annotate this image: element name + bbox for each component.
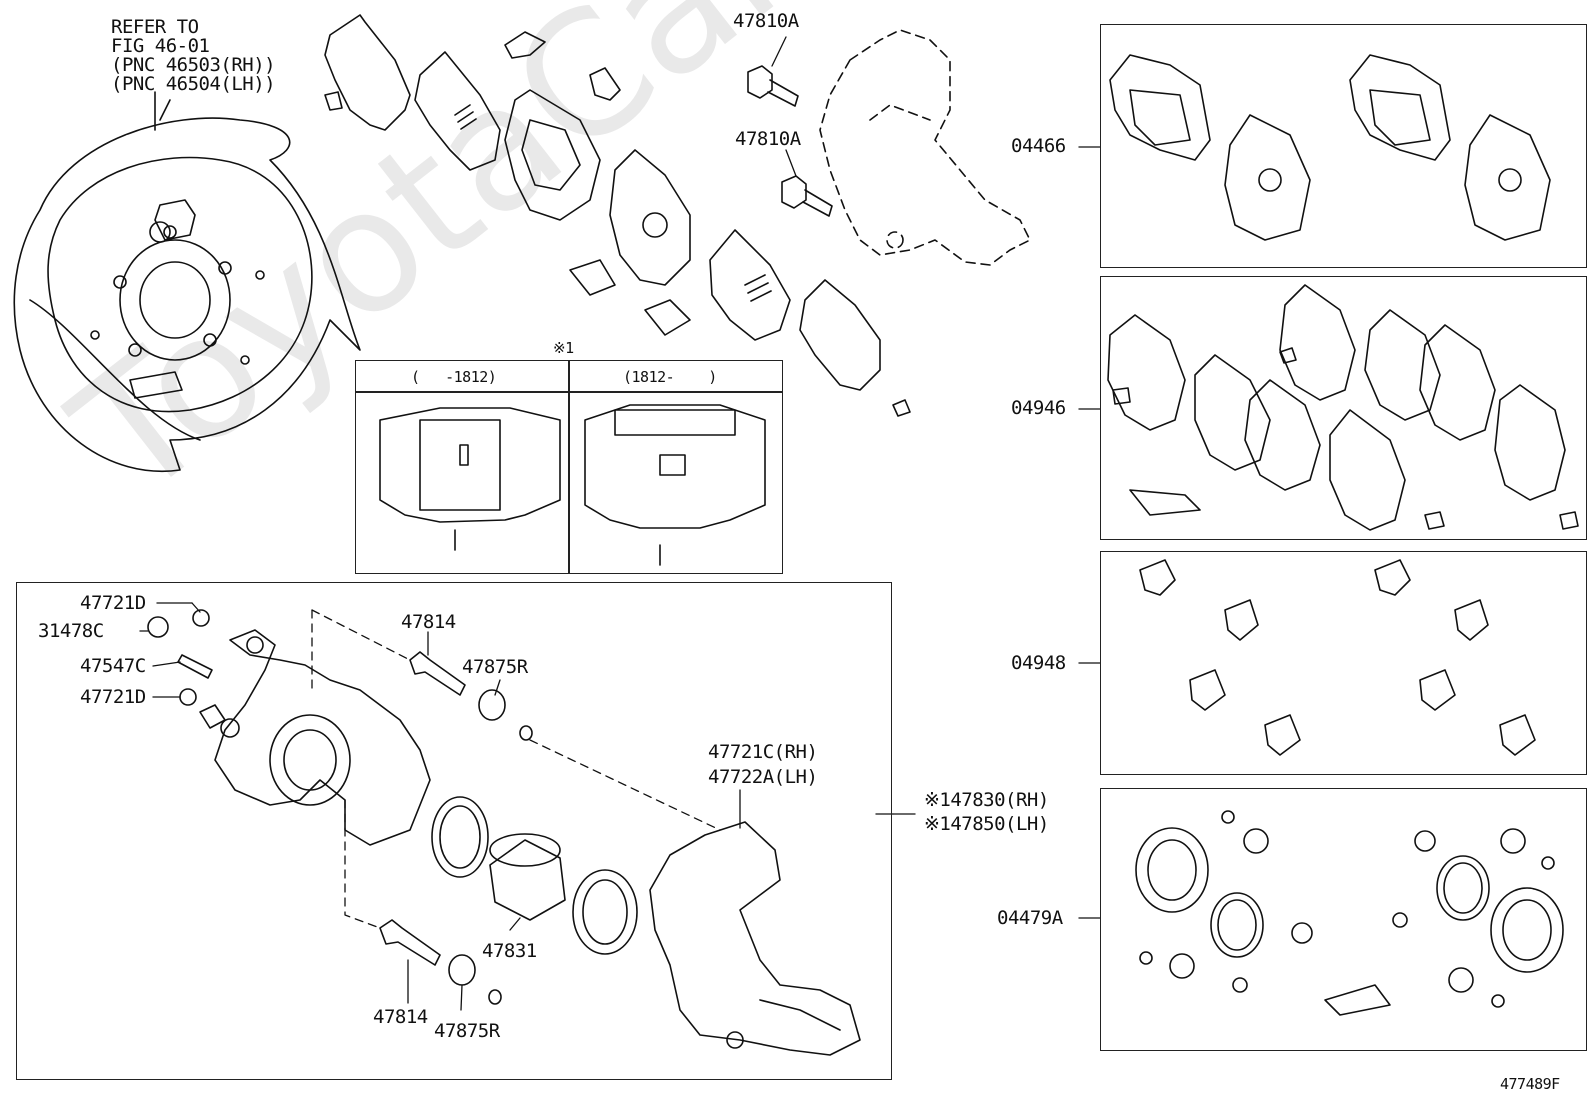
part-label-47721D-upper[interactable]: 47721D — [80, 592, 146, 614]
part-label-47721C-RH[interactable]: 47721C(RH) — [708, 741, 818, 763]
refer-to-line2: FIG 46-01 — [111, 35, 210, 57]
refer-to-line1: REFER TO — [111, 16, 199, 38]
part-label-47814-upper[interactable]: 47814 — [401, 611, 456, 633]
part-label-47810A-upper[interactable]: 47810A — [733, 10, 799, 32]
part-label-47547C[interactable]: 47547C — [80, 655, 146, 677]
part-label-47850-LH[interactable]: ※147850(LH) — [924, 813, 1049, 835]
insert-divider-vertical — [568, 360, 570, 574]
part-label-47814-lower[interactable]: 47814 — [373, 1006, 428, 1028]
kit-seals-frame — [1100, 788, 1587, 1051]
part-label-47810A-lower[interactable]: 47810A — [735, 128, 801, 150]
insert-note-mark: ※1 — [553, 339, 574, 357]
insert-caliper-right — [584, 404, 766, 566]
kit-shims-frame — [1100, 276, 1587, 540]
part-label-04948[interactable]: 04948 — [1011, 652, 1066, 674]
kit-shims-drawing — [1107, 284, 1579, 531]
piston-seals — [431, 796, 638, 955]
refer-to-line4: (PNC 46504(LH)) — [111, 73, 276, 95]
part-label-04466[interactable]: 04466 — [1011, 135, 1066, 157]
kit-pads-drawing — [1109, 54, 1551, 241]
figure-id: 477489F — [1500, 1075, 1560, 1093]
kit-clips-frame — [1100, 551, 1587, 775]
part-label-47722A-LH[interactable]: 47722A(LH) — [708, 766, 818, 788]
part-label-47831[interactable]: 47831 — [482, 940, 537, 962]
part-label-47830-RH[interactable]: ※147830(RH) — [924, 789, 1049, 811]
part-label-47875R-lower[interactable]: 47875R — [434, 1020, 500, 1042]
backing-plate-drawing — [13, 91, 361, 472]
bolts-top — [747, 65, 833, 217]
insert-left-range: ( -1812) — [411, 368, 497, 386]
insert-right-range: (1812- ) — [623, 368, 717, 386]
dashed-leaders — [311, 609, 721, 929]
insert-divider-horizontal — [355, 391, 783, 393]
kit-pads-frame — [1100, 24, 1587, 268]
caliper-assembly-frame — [16, 582, 892, 1080]
refer-to-line3: (PNC 46503(RH)) — [111, 54, 276, 76]
insert-caliper-left — [379, 407, 561, 551]
part-label-04479A[interactable]: 04479A — [997, 907, 1063, 929]
caliper-mount-top — [819, 29, 1031, 266]
caliper-mount-bottom — [649, 821, 861, 1056]
part-label-31478C[interactable]: 31478C — [38, 620, 104, 642]
part-label-04946[interactable]: 04946 — [1011, 397, 1066, 419]
part-label-47721D-lower[interactable]: 47721D — [80, 686, 146, 708]
kit-clips-drawing — [1139, 559, 1536, 756]
pad-shims-top — [324, 14, 911, 417]
kit-seals-drawing — [1135, 810, 1564, 1016]
leader-lines — [139, 36, 1101, 1011]
part-label-47875R-upper[interactable]: 47875R — [462, 656, 528, 678]
